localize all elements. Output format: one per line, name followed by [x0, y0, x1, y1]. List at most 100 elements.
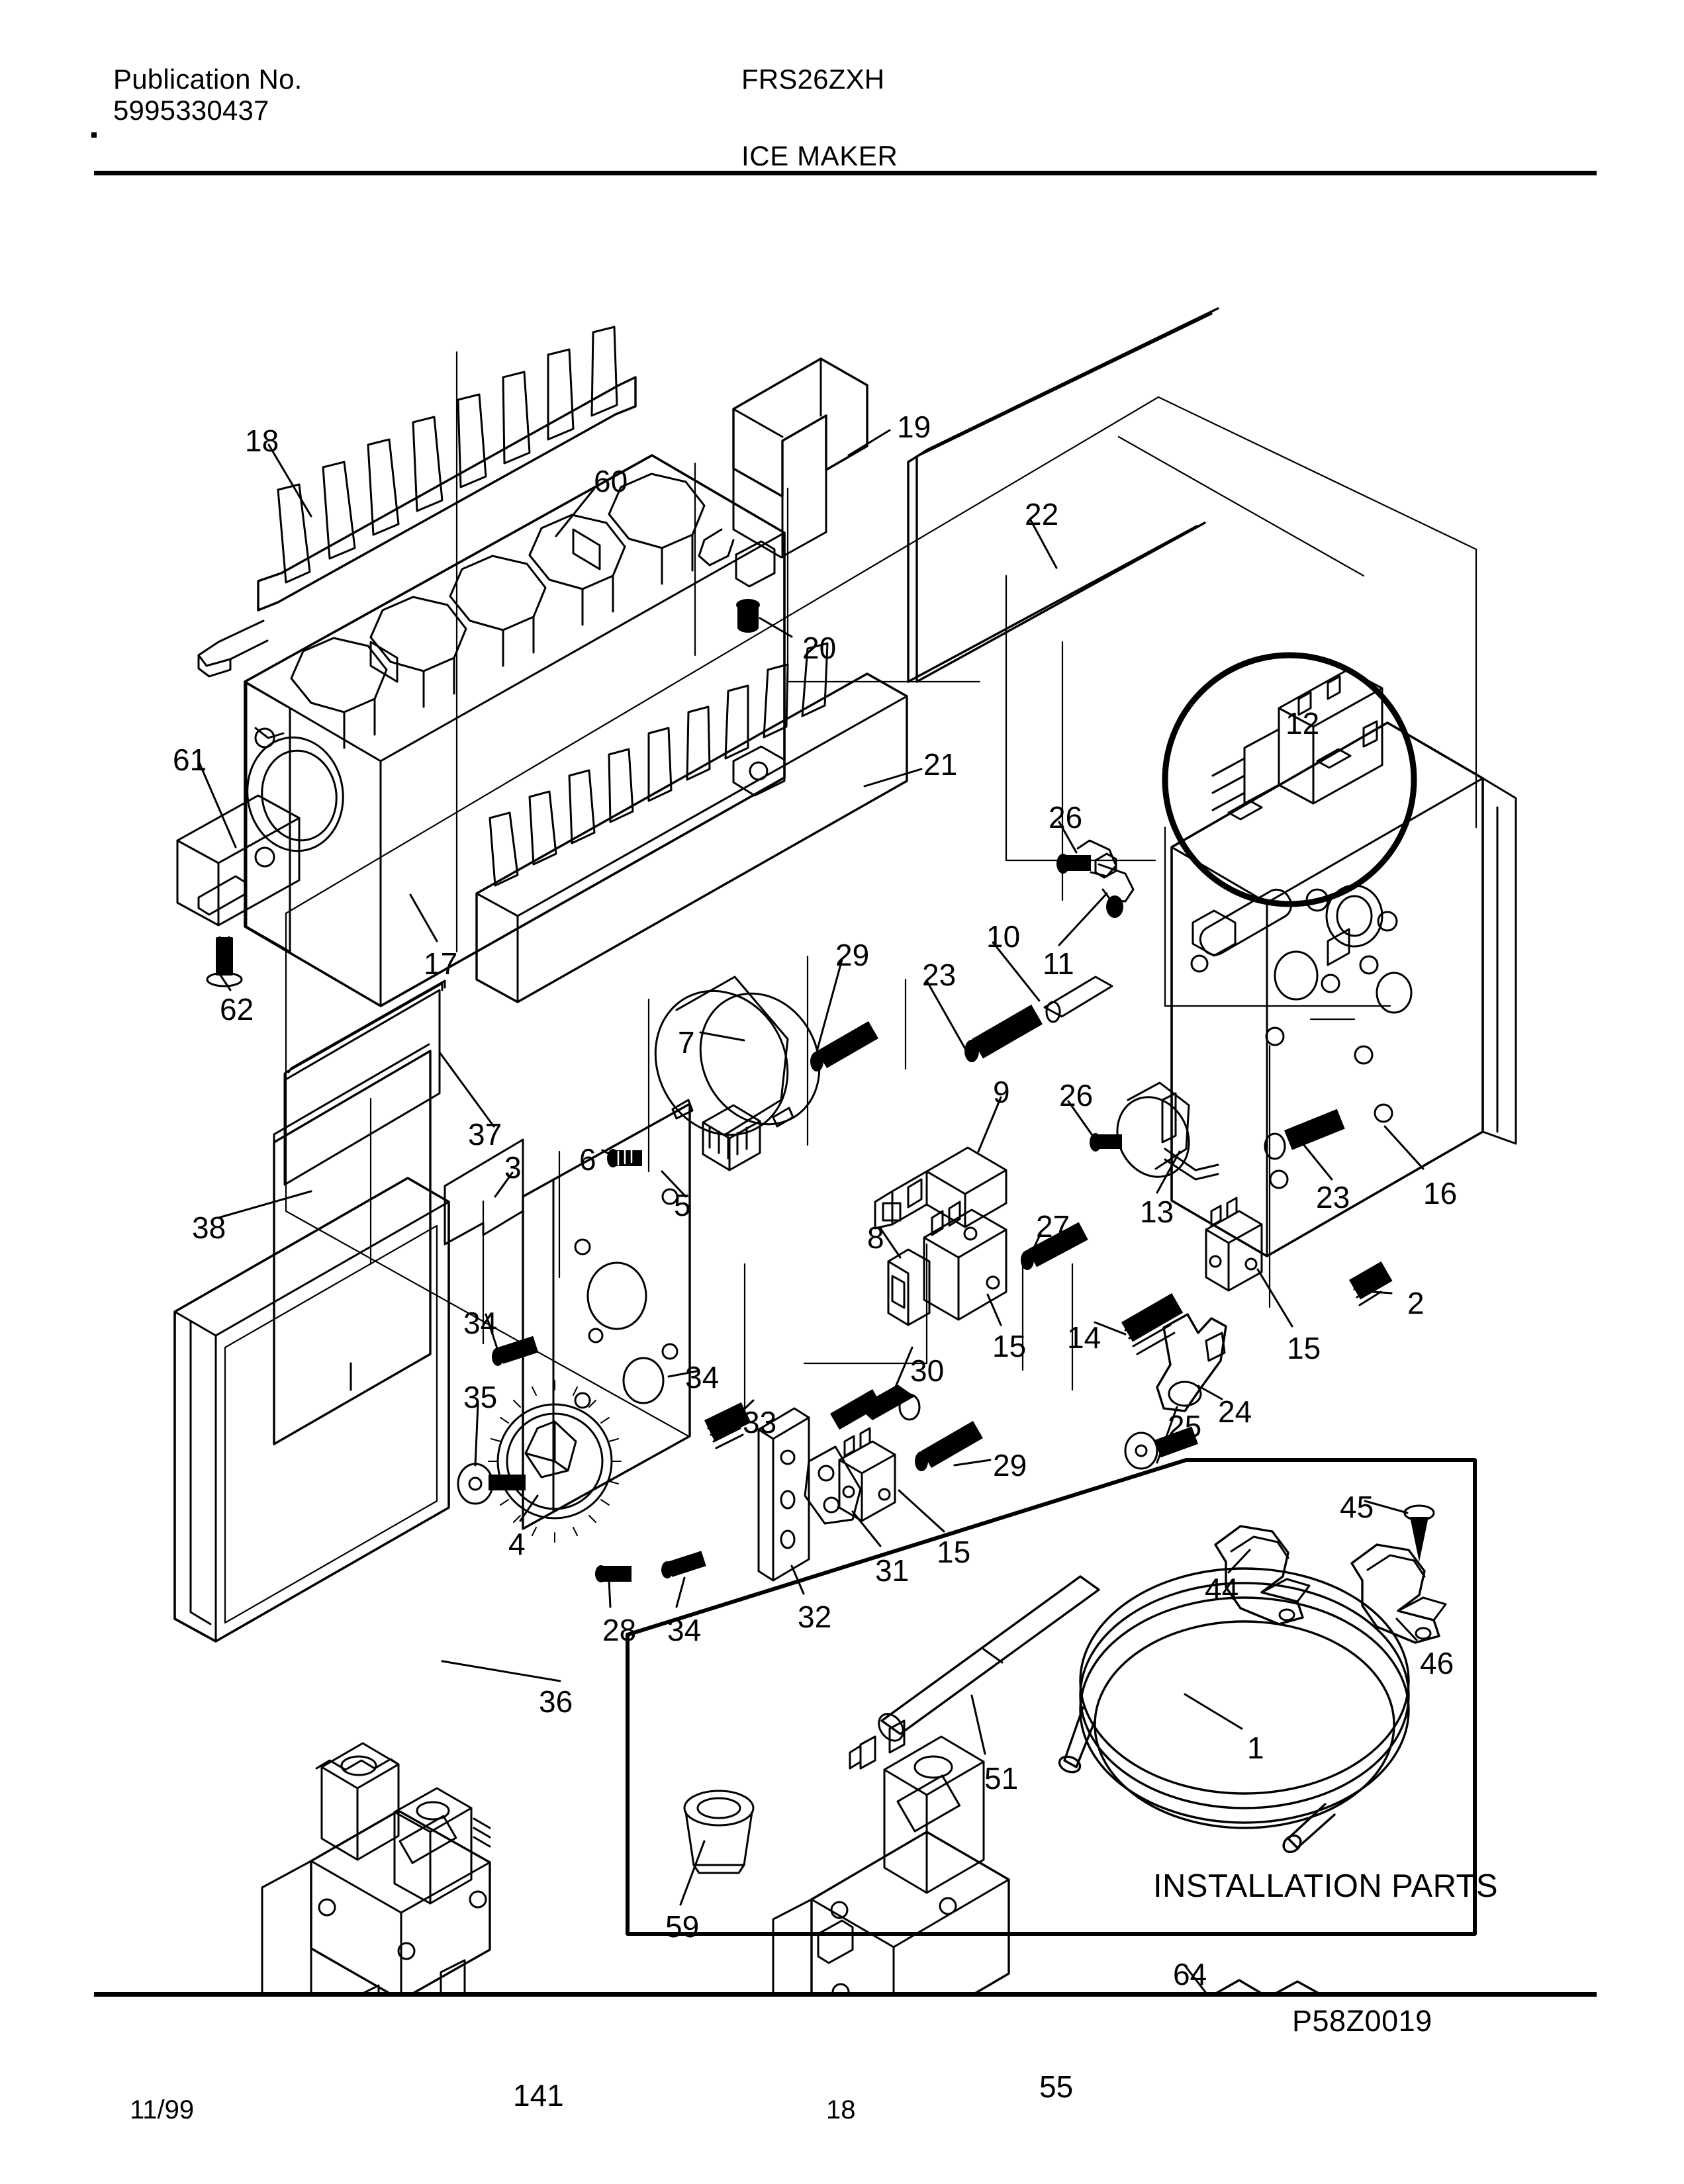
callout-28: 28	[602, 1613, 637, 1647]
installation-parts-box	[626, 1458, 1477, 1936]
part-62-screw	[206, 936, 243, 987]
part-26-screw-b	[1090, 1133, 1122, 1152]
page-number: 18	[826, 2095, 856, 2124]
part-31-cam-plate	[804, 1445, 862, 1525]
callout-1: 1	[1247, 1731, 1264, 1765]
callout-35: 35	[463, 1380, 498, 1414]
callout-60: 60	[594, 464, 628, 498]
part-16-icemaker-module	[1170, 721, 1517, 1257]
part-10-shaft	[1043, 976, 1113, 1023]
leader-lines	[197, 429, 1425, 1992]
callout-4: 4	[508, 1527, 526, 1561]
callout-34: 34	[463, 1306, 498, 1340]
part-23-screw-a	[964, 1004, 1043, 1062]
part-28-screw	[595, 1565, 632, 1582]
part-46-tube-clamp	[1350, 1543, 1447, 1644]
callout-15: 15	[937, 1535, 971, 1569]
part-23-screw-b	[1264, 1109, 1345, 1160]
part-13-bail-clip	[1116, 1081, 1219, 1181]
callout-38: 38	[192, 1210, 226, 1245]
callout-16: 16	[1423, 1176, 1458, 1210]
part-9-solenoid	[874, 1146, 1007, 1230]
callout-62: 62	[220, 992, 254, 1026]
callout-32: 32	[798, 1600, 832, 1634]
callout-34: 34	[685, 1360, 720, 1394]
part-34-screw-a	[492, 1336, 539, 1366]
part-29-screw-a	[810, 1021, 878, 1071]
callout-10: 10	[986, 919, 1021, 954]
part-21-ice-stripper	[475, 642, 908, 1003]
part-45-screw	[1403, 1504, 1435, 1562]
part-34-screw-b	[661, 1551, 706, 1578]
part-141-dual-water-valve	[261, 1742, 491, 1992]
part-29-screw-b	[915, 1421, 983, 1471]
revision-date: 11/99	[130, 2095, 195, 2124]
publication-number-block: Publication No. 5995330437	[113, 64, 303, 126]
callout-14: 14	[1067, 1320, 1101, 1355]
part-5-mounting-plate	[522, 1103, 691, 1530]
part-59-grommet	[683, 1790, 755, 1874]
part-2-screw	[1349, 1261, 1393, 1306]
callout-22: 22	[1025, 497, 1059, 531]
callout-61: 61	[173, 743, 207, 777]
part-55-water-valve	[772, 1719, 1010, 1992]
assembly-reference-lines	[285, 351, 1477, 1437]
callout-46: 46	[1420, 1646, 1454, 1680]
callout-24: 24	[1218, 1394, 1252, 1429]
callout-141: 141	[513, 2078, 564, 2113]
callout-17: 17	[424, 946, 458, 981]
part-7-drive-motor	[654, 976, 821, 1171]
part-35-washer-screw	[457, 1463, 526, 1505]
callout-33: 33	[743, 1405, 777, 1439]
callout-44: 44	[1205, 1572, 1239, 1606]
part-11-wire-terminal	[1076, 839, 1135, 918]
part-22-wire-fill-guide	[907, 307, 1219, 683]
part-14-spring	[1121, 1293, 1184, 1355]
callout-12: 12	[1286, 706, 1320, 741]
callout-21: 21	[923, 747, 958, 782]
callout-23: 23	[922, 958, 957, 992]
callout-29: 29	[993, 1448, 1027, 1482]
callout-13: 13	[1140, 1195, 1174, 1229]
part-8-switch-bracket	[887, 1248, 931, 1326]
callout-6: 6	[579, 1142, 596, 1177]
drawing-code: P58Z0019	[1292, 2004, 1432, 2038]
exploded-view-drawing	[0, 179, 1684, 1992]
part-6-screw	[607, 1149, 642, 1167]
part-19-ice-shield	[698, 357, 868, 588]
callout-26: 26	[1059, 1078, 1094, 1113]
model-number: FRS26ZXH	[741, 64, 885, 95]
callout-64: 64	[1173, 1957, 1207, 1991]
callout-26: 26	[1049, 800, 1083, 835]
page-title: ICE MAKER	[741, 140, 898, 171]
callout-30: 30	[910, 1353, 945, 1388]
callout-5: 5	[674, 1188, 691, 1222]
callout-29: 29	[835, 938, 870, 972]
callout-15: 15	[1287, 1331, 1321, 1365]
part-4-drive-gear	[488, 1380, 622, 1543]
callout-27: 27	[1036, 1209, 1070, 1244]
callout-36: 36	[539, 1684, 573, 1719]
part-26-screw-a	[1056, 854, 1091, 874]
part-36-ice-container	[173, 1177, 450, 1643]
callout-51: 51	[984, 1761, 1019, 1796]
callout-59: 59	[665, 1909, 700, 1944]
callout-18: 18	[245, 424, 279, 458]
part-32-support-strap	[757, 1407, 810, 1582]
callout-15: 15	[992, 1329, 1027, 1363]
part-20-screw	[736, 599, 760, 633]
footer-divider	[94, 1992, 1597, 1997]
callout-31: 31	[875, 1553, 910, 1588]
part-25-screw	[1124, 1426, 1198, 1470]
part-18-ejector-comb	[197, 326, 637, 678]
part-24-lever-arm	[1156, 1313, 1227, 1412]
part-37-cover-panel	[283, 979, 446, 1186]
callout-34: 34	[667, 1613, 702, 1647]
part-44-tube-clamp	[1214, 1525, 1311, 1625]
callout-7: 7	[678, 1025, 695, 1060]
callout-25: 25	[1168, 1409, 1202, 1443]
installation-parts-title: INSTALLATION PARTS	[1153, 1868, 1498, 1904]
part-51-water-tube	[878, 1575, 1100, 1742]
callout-3: 3	[504, 1150, 522, 1185]
